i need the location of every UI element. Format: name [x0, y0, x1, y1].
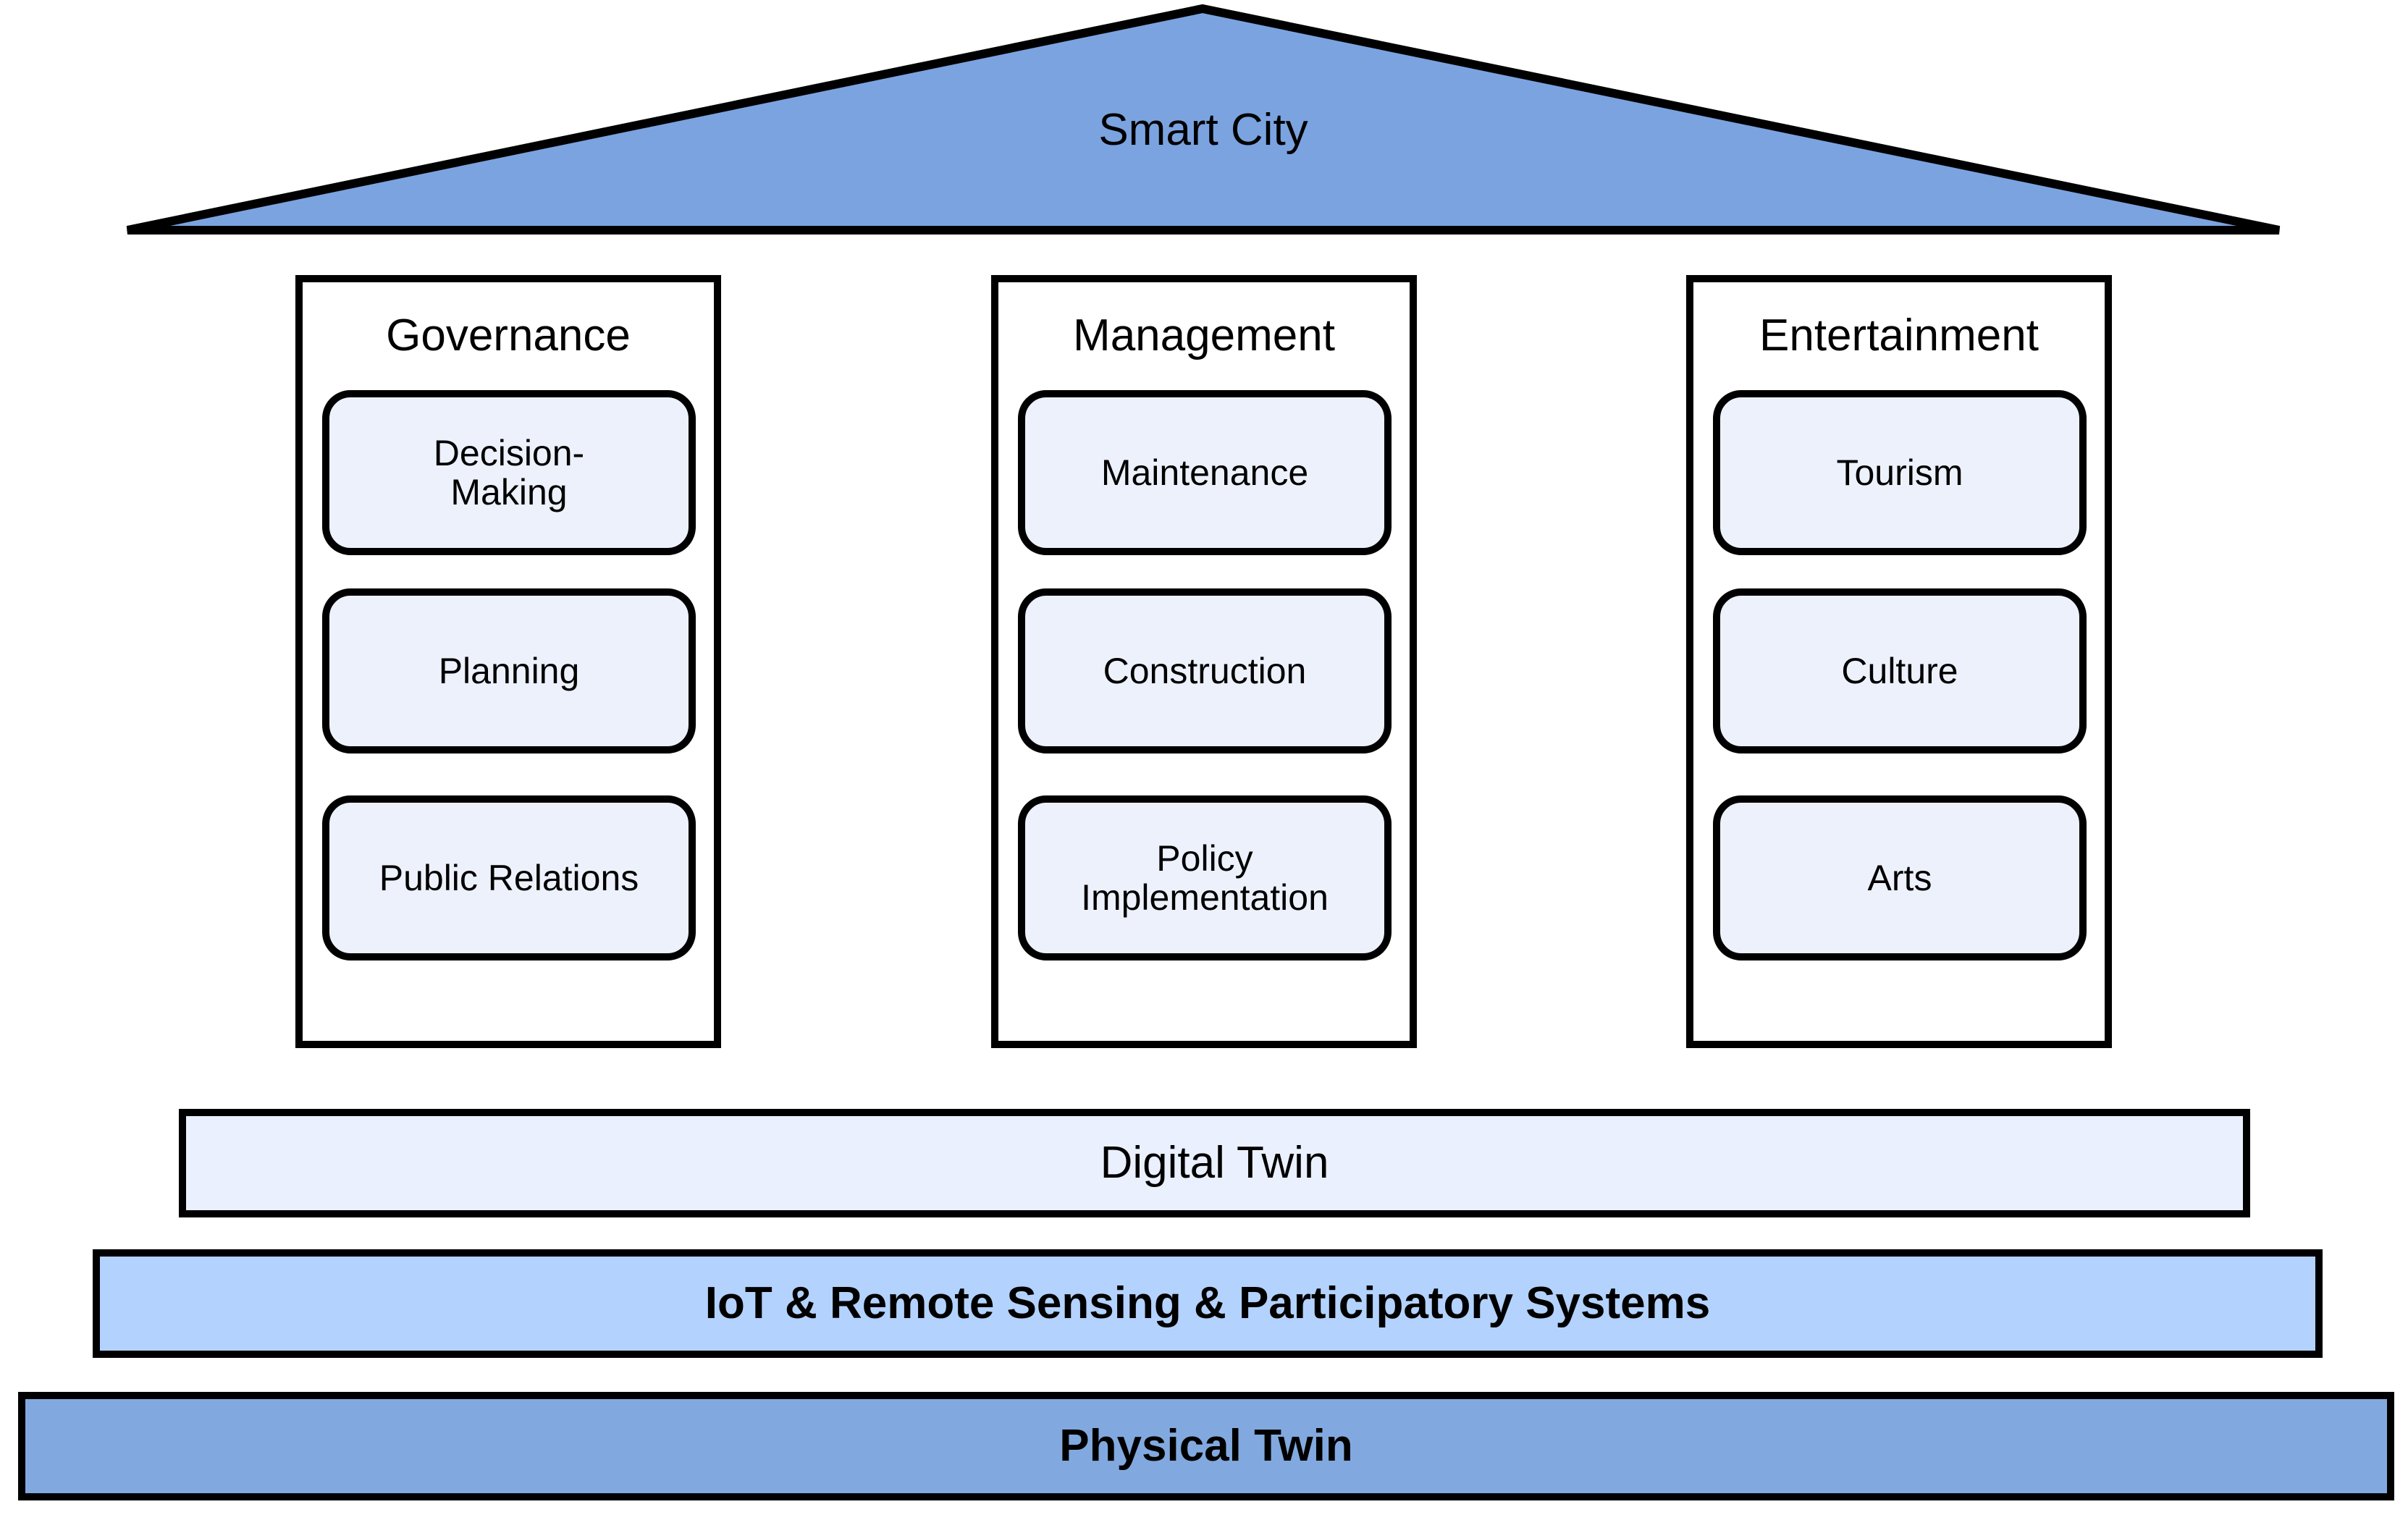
item-box-public-relations: [322, 795, 696, 960]
item-box-arts: [1713, 795, 2087, 960]
item-box-construction: [1018, 588, 1392, 753]
band-physical-twin-shape: [18, 1392, 2394, 1500]
item-box-policy-implementation: [1018, 795, 1392, 960]
item-box-culture: [1713, 588, 2087, 753]
item-box-tourism: [1713, 390, 2087, 555]
item-box-maintenance: [1018, 390, 1392, 555]
band-iot-shape: [93, 1249, 2323, 1358]
item-box-planning: [322, 588, 696, 753]
band-digital-twin-shape: [179, 1109, 2250, 1217]
item-box-decision-making: [322, 390, 696, 555]
roof-shape: [126, 4, 2281, 235]
